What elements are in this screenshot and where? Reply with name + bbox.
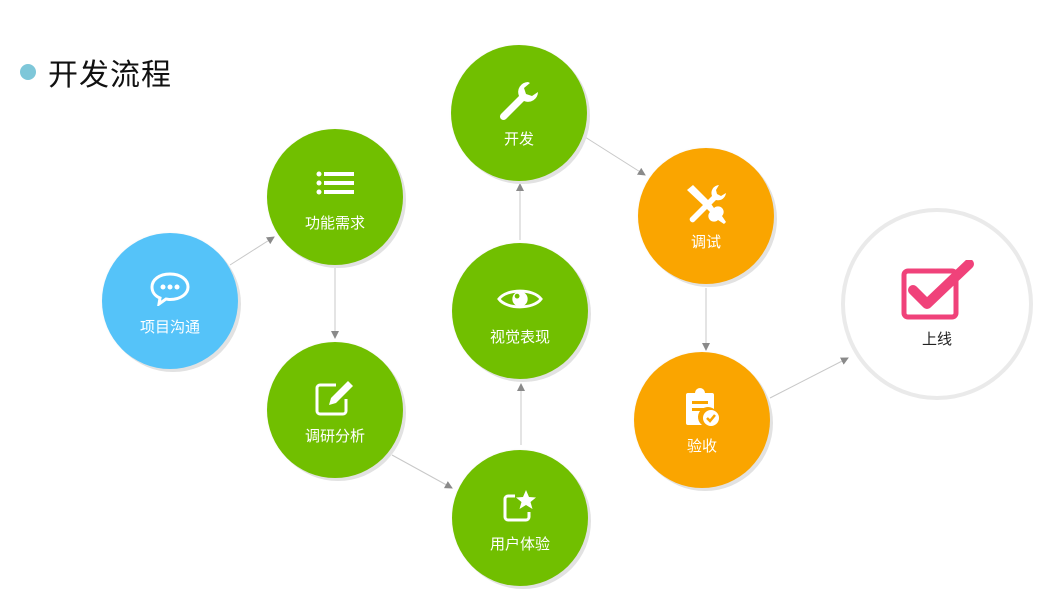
node-acceptance: 验收 — [634, 352, 770, 488]
clipboard-check-icon — [679, 385, 725, 431]
bullet-dot — [20, 64, 36, 80]
star-icon — [497, 483, 543, 529]
list-icon — [312, 162, 358, 208]
node-label: 调研分析 — [304, 427, 365, 445]
chat-bubble-icon — [147, 266, 193, 312]
node-develop: 开发 — [451, 45, 587, 181]
node-requirements: 功能需求 — [267, 129, 403, 265]
node-label: 验收 — [686, 437, 717, 455]
node-research: 调研分析 — [267, 342, 403, 478]
page-title: 开发流程 — [48, 58, 172, 93]
checkbox-icon — [899, 260, 975, 320]
tools-icon — [683, 181, 729, 227]
arrow-communicate-to-requirements — [229, 236, 275, 266]
node-label: 开发 — [503, 130, 534, 148]
wrench-icon — [496, 78, 542, 124]
node-label: 项目沟通 — [139, 318, 200, 336]
node-label: 功能需求 — [304, 214, 365, 232]
node-visual: 视觉表现 — [452, 243, 588, 379]
node-label: 视觉表现 — [489, 328, 550, 346]
eye-icon — [497, 276, 543, 322]
node-ux: 用户体验 — [452, 450, 588, 586]
section-header: 开发流程 — [20, 50, 172, 94]
node-communicate: 项目沟通 — [102, 233, 238, 369]
edit-icon — [312, 375, 358, 421]
arrow-acceptance-to-launch — [769, 357, 849, 399]
node-launch: 上线 — [841, 208, 1033, 400]
arrow-develop-to-debug — [584, 136, 646, 176]
node-debug: 调试 — [638, 148, 774, 284]
node-label: 上线 — [921, 330, 952, 348]
arrow-research-to-ux — [391, 454, 453, 489]
node-label: 调试 — [690, 233, 721, 251]
node-label: 用户体验 — [489, 535, 550, 553]
